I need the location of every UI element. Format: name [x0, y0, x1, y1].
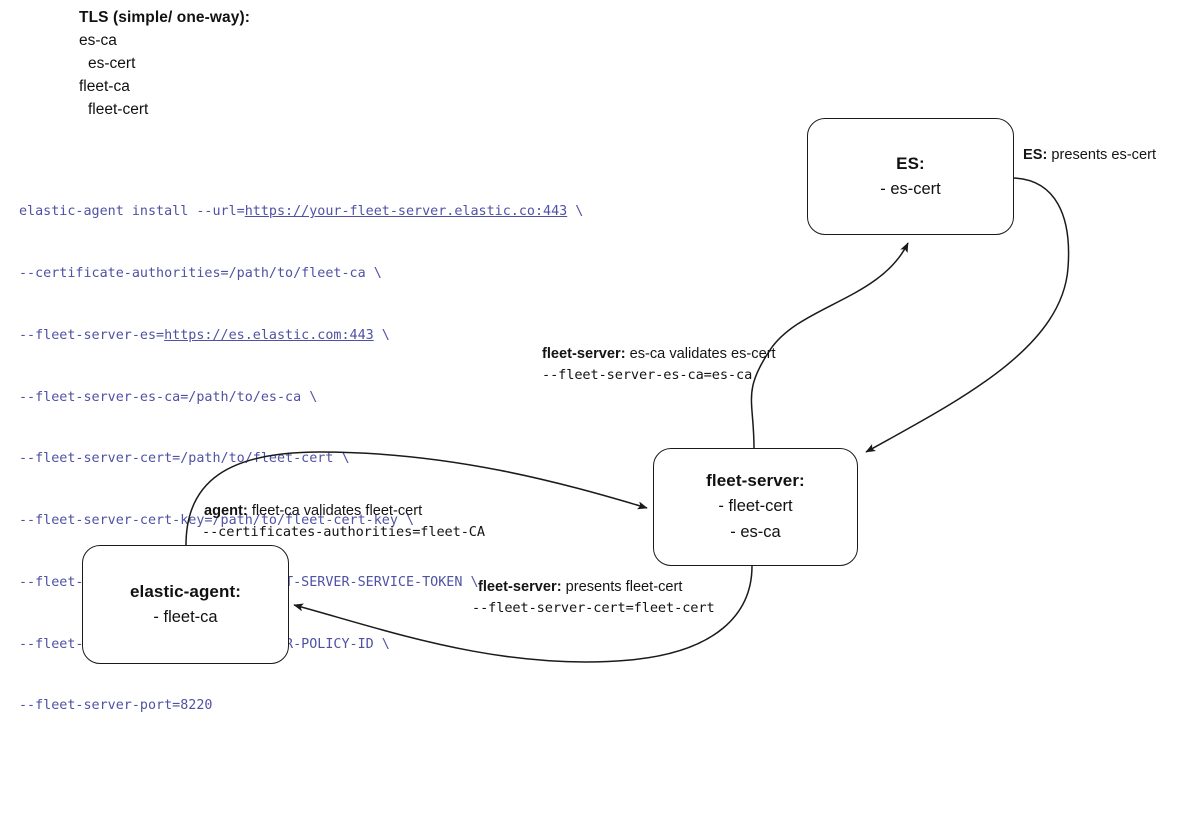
node-elastic-agent-item-fleet-ca: - fleet-ca [153, 607, 218, 626]
edge-label-fleet-validates-line1: fleet-server: es-ca validates es-cert [542, 346, 776, 362]
edge-label-agent-validates-line1: agent: fleet-ca validates fleet-cert [202, 501, 485, 522]
node-es-item-es-cert: - es-cert [880, 179, 941, 198]
node-fleet-server-item-fleet-cert: - fleet-cert [718, 497, 793, 515]
tls-legend-title: TLS (simple/ one-way): [79, 9, 250, 26]
edge-label-fleet-validates: fleet-server: es-ca validates es-cert --… [542, 344, 776, 386]
edge-label-fleet-presents-text: presents fleet-cert [561, 579, 683, 595]
command-segment: \ [373, 327, 390, 343]
edge-fleetserver-to-es [750, 242, 909, 449]
command-line-1: elastic-agent install --url=https://your… [19, 202, 583, 223]
command-line-6: --fleet-server-cert-key=/path/to/fleet-c… [19, 511, 583, 532]
edge-label-agent-validates-actor: agent: [204, 503, 248, 519]
edge-label-es-presents-text: presents es-cert [1047, 147, 1157, 163]
edge-label-agent-validates: agent: fleet-ca validates fleet-cert --c… [202, 501, 485, 543]
command-line-2: --certificate-authorities=/path/to/fleet… [19, 264, 583, 285]
edge-fleetserver-to-agent [293, 565, 753, 663]
edge-label-fleet-validates-text: es-ca validates es-cert [625, 346, 776, 362]
node-es[interactable]: ES: - es-cert [807, 118, 1014, 235]
command-segment: --fleet-server-es= [19, 327, 165, 343]
edge-label-fleet-presents-flag: --fleet-server-cert=fleet-cert [472, 600, 715, 616]
command-segment: \ [567, 204, 584, 220]
command-line-9: --fleet-server-port=8220 [19, 696, 583, 717]
es-url-link[interactable]: https://es.elastic.com:443 [164, 327, 374, 343]
edge-agent-to-fleetserver [185, 451, 648, 546]
command-line-3: --fleet-server-es=https://es.elastic.com… [19, 326, 583, 347]
tls-legend-item-fleet-cert: fleet-cert [88, 101, 149, 118]
edge-label-fleet-validates-flag: --fleet-server-es-ca=es-ca [542, 367, 753, 383]
node-fleet-server-item-es-ca: - es-ca [730, 523, 781, 541]
command-line-5: --fleet-server-cert=/path/to/fleet-cert … [19, 449, 583, 470]
command-segment: --fleet-server-port=8220 [19, 698, 213, 714]
tls-legend-item-es-ca: es-ca [79, 32, 117, 49]
command-segment: --fleet-server-cert=/path/to/fleet-cert … [19, 451, 350, 467]
command-line-4: --fleet-server-es-ca=/path/to/es-ca \ [19, 388, 583, 409]
node-elastic-agent-title: elastic-agent: [130, 581, 241, 601]
node-elastic-agent[interactable]: elastic-agent: - fleet-ca [82, 545, 289, 664]
tls-legend-item-fleet-ca: fleet-ca [79, 78, 130, 95]
edge-label-fleet-presents-actor: fleet-server: [478, 579, 562, 595]
command-segment: --fleet-server-es-ca=/path/to/es-ca \ [19, 389, 318, 405]
tls-legend-item-es-cert: es-cert [88, 55, 136, 72]
edge-label-fleet-presents: fleet-server: presents fleet-cert --flee… [472, 577, 715, 619]
node-es-title: ES: [896, 153, 925, 173]
edge-label-agent-validates-text: fleet-ca validates fleet-cert [247, 503, 423, 519]
tls-legend-block: TLS (simple/ one-way): es-ca es-cert fle… [79, 6, 250, 121]
edge-label-es-presents-actor: ES: [1023, 147, 1048, 163]
command-segment: --certificate-authorities=/path/to/fleet… [19, 265, 382, 281]
node-fleet-server[interactable]: fleet-server: - fleet-cert - es-ca [653, 448, 858, 566]
edge-es-to-fleetserver [865, 177, 1070, 453]
node-fleet-server-title: fleet-server: [706, 471, 805, 490]
edge-label-es-presents: ES: presents es-cert [1023, 145, 1156, 166]
fleet-server-url-link[interactable]: https://your-fleet-server.elastic.co:443 [244, 204, 568, 220]
edge-label-fleet-presents-line1: fleet-server: presents fleet-cert [472, 577, 715, 598]
command-segment: --fleet-server-cert-key=/path/to/fleet-c… [19, 513, 415, 529]
edge-label-agent-validates-flag: --certificates-authorities=fleet-CA [202, 524, 485, 540]
command-segment: elastic-agent install --url= [19, 204, 245, 220]
edge-label-fleet-validates-actor: fleet-server: [542, 346, 626, 362]
